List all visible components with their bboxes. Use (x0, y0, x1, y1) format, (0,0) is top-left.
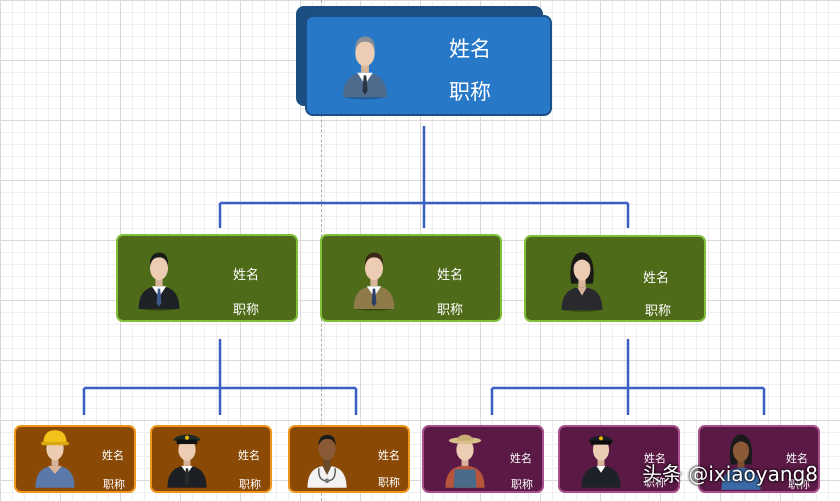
low-node-3[interactable]: 姓名 职称 (288, 425, 410, 493)
policewoman-icon (581, 435, 621, 488)
mid-2-name: 姓名 (437, 268, 464, 283)
low-node-6[interactable]: 姓名 职称 (698, 425, 820, 493)
low-node-2[interactable]: 姓名 职称 (150, 425, 272, 493)
mid-node-3[interactable]: 姓名 职称 (524, 235, 706, 322)
root-title: 职称 (449, 80, 491, 104)
low-2-name: 姓名 (238, 449, 260, 462)
mid-2-title: 职称 (437, 303, 464, 318)
low-4-title: 职称 (511, 478, 533, 491)
construction-worker-icon (35, 430, 75, 488)
low-node-5[interactable]: 姓名 职称 (558, 425, 680, 493)
low-6-name: 姓名 (786, 452, 808, 465)
root-node[interactable]: 姓名 职称 (305, 15, 552, 116)
root-name: 姓名 (449, 37, 491, 61)
farmer-icon (445, 434, 485, 488)
businessman-brown-suit-icon (353, 252, 395, 311)
low-2-title: 职称 (239, 478, 261, 491)
low-node-4[interactable]: 姓名 职称 (422, 425, 544, 493)
mid-node-2[interactable]: 姓名 职称 (320, 234, 502, 322)
low-6-title: 职称 (788, 478, 810, 491)
mid-node-1[interactable]: 姓名 职称 (116, 234, 298, 322)
low-1-title: 职称 (103, 478, 125, 491)
low-1-name: 姓名 (102, 449, 124, 462)
mid-3-name: 姓名 (643, 271, 670, 286)
low-5-name: 姓名 (644, 452, 666, 465)
low-5-title: 职称 (644, 476, 666, 489)
doctor-icon (307, 434, 347, 488)
mid-3-title: 职称 (645, 304, 672, 319)
low-3-name: 姓名 (378, 449, 400, 462)
businessman-icon (342, 36, 388, 100)
mid-1-title: 职称 (233, 303, 260, 318)
low-node-1[interactable]: 姓名 职称 (14, 425, 136, 493)
mid-1-name: 姓名 (233, 268, 260, 283)
woman-icon (721, 434, 761, 490)
watermark: 头条 @ixiaoyang8 (642, 462, 818, 486)
businesswoman-icon (561, 252, 603, 312)
officer-icon (167, 434, 207, 488)
businessman-black-suit-icon (138, 252, 180, 311)
low-3-title: 职称 (378, 476, 400, 489)
low-4-name: 姓名 (510, 452, 532, 465)
